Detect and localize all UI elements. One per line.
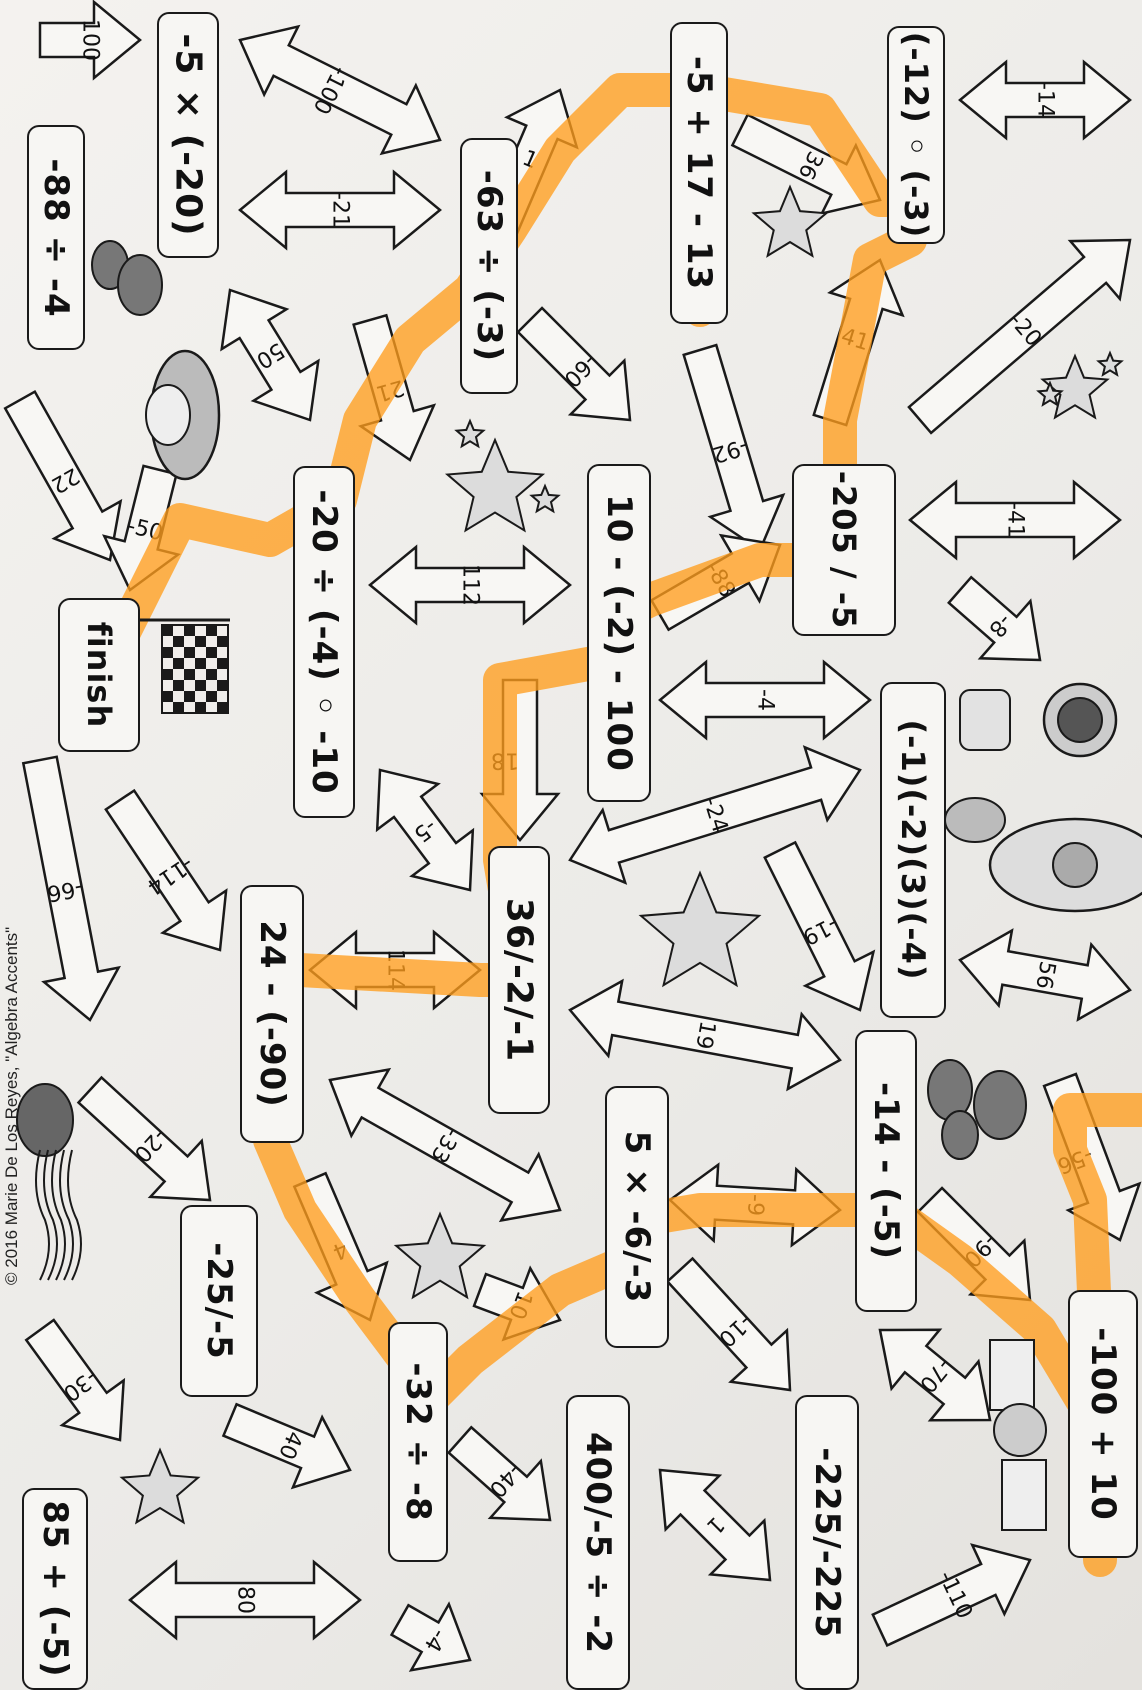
box-400-div-neg5-div-neg2: 400/-5 ÷ -2 (566, 1395, 630, 1690)
box-24-minus-neg90: 24 - (-90) (240, 885, 304, 1143)
box-neg25-div-neg5: -25/-5 (180, 1205, 258, 1397)
highlight-stroke-3 (610, 90, 910, 780)
star-icon (396, 1214, 483, 1297)
arrow-label-28: 19 (690, 1019, 720, 1051)
asteroid-icon (942, 1111, 978, 1159)
box-neg5-times-neg20: -5 ⨯ (-20) (157, 12, 219, 258)
box-neg63-div-neg3: -63 ÷ (-3) (460, 138, 518, 394)
arrow-label-19: -4 (753, 689, 778, 711)
box-10-minus-neg2-minus-100: 10 - (-2) - 100 (587, 464, 651, 802)
box-neg100-plus-10: -100 + 10 (1068, 1290, 1138, 1558)
box-5-times-neg6-div-neg3: 5 ⨯ -6/-3 (605, 1086, 669, 1348)
arrow-label-27: 56 (1030, 959, 1059, 991)
box-neg205-over-neg5: -205 / -5 (792, 464, 896, 636)
rocket-icon (945, 798, 1142, 911)
box-product-neg1-neg2-3-neg4: (-1)(-2)(3)(-4) (880, 682, 946, 1018)
box-neg225-div-neg225: -225/-225 (795, 1395, 859, 1690)
arrow-label-41: 80 (233, 1586, 258, 1614)
robot-icon (960, 684, 1116, 756)
ufo-icon (146, 351, 219, 479)
arrow-label-15: -41 (1003, 502, 1028, 538)
comet-icon (17, 1084, 81, 1280)
star-icon (447, 440, 542, 530)
arrow-label-3: -21 (328, 192, 353, 228)
star-icon (532, 486, 559, 511)
star-icon (641, 873, 759, 985)
satellite-icon (990, 1340, 1046, 1530)
box-neg88-div-neg4: -88 ÷ -4 (27, 125, 85, 350)
box-neg14-minus-neg5: -14 - (-5) (855, 1030, 917, 1312)
asteroid-icon (974, 1071, 1026, 1139)
arrow-label-18: -14 (1033, 82, 1058, 118)
arrow-label-13: 112 (458, 564, 483, 606)
star-icon (122, 1450, 198, 1522)
box-finish: finish (58, 598, 140, 752)
star-icon (457, 421, 484, 446)
star-icon (1099, 353, 1122, 375)
box-85-plus-neg5: 85 + (-5) (22, 1488, 88, 1690)
box-neg20-div-neg4-times-neg10: -20 ÷ (-4) ◦ -10 (293, 466, 355, 818)
box-neg32-div-neg8: -32 ÷ -8 (388, 1322, 448, 1562)
box-36-div-neg2-div-neg1: 36/-2/-1 (488, 846, 550, 1114)
arrow-label-1: 100 (78, 19, 103, 61)
box-neg12-times-neg3: (-12) ◦ (-3) (887, 26, 945, 244)
asteroid-icon (118, 255, 162, 315)
star-icon (754, 187, 826, 256)
box-neg5-plus-17-minus-13: -5 + 17 - 13 (670, 22, 728, 324)
